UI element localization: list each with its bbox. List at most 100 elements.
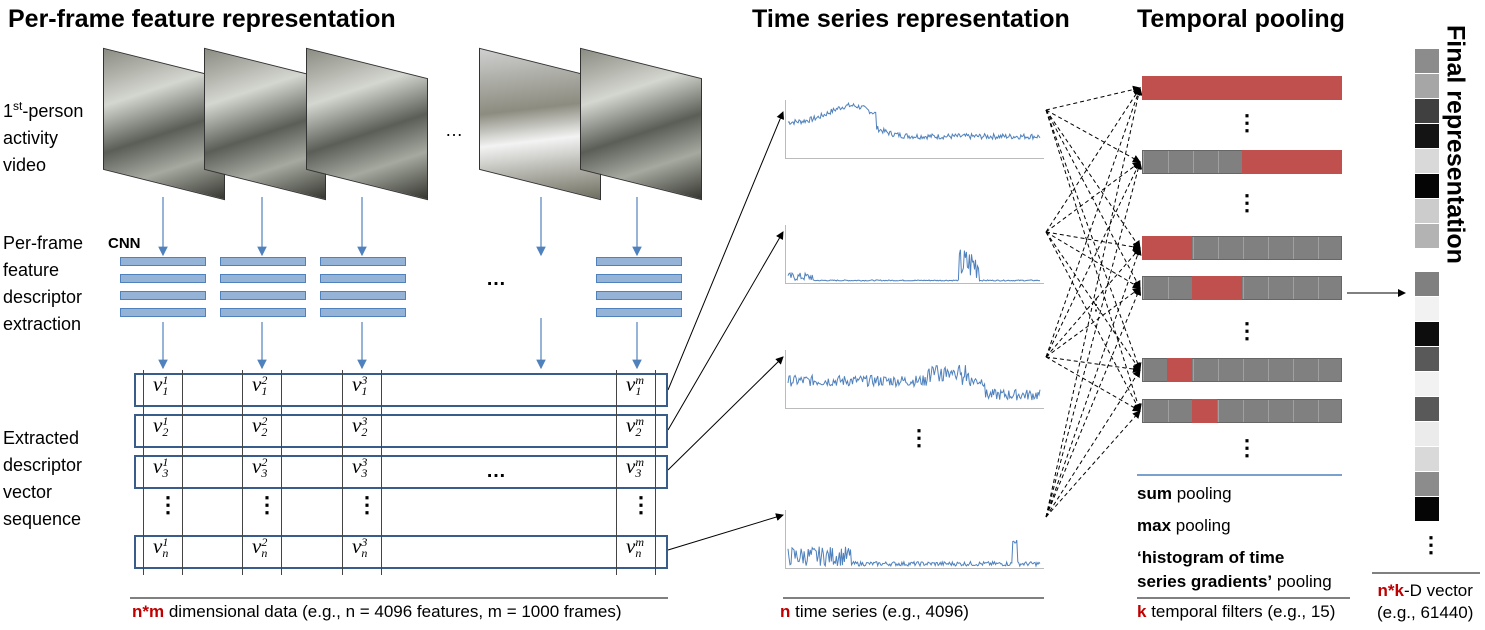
connector-vdots: ⋮ [1088, 297, 1104, 314]
cnn-feature-bar [596, 308, 682, 317]
pooling-filter-bar [1142, 276, 1342, 300]
pool-vdots: ⋮ [1236, 435, 1258, 460]
final-vector-cell [1415, 149, 1439, 173]
cnn-feature-bar [120, 291, 206, 300]
sequence-label: Extracted descriptor vector sequence [3, 428, 83, 529]
final-vector-cell [1415, 372, 1439, 396]
descriptor-row-n [134, 535, 668, 569]
pooling-filter-bar [1142, 150, 1342, 174]
final-vector-cell [1415, 99, 1439, 123]
pooling-connector [1045, 161, 1141, 358]
descriptor-row-2 [134, 414, 668, 448]
final-vector-cell [1415, 497, 1439, 521]
descriptor-row-3 [134, 455, 668, 489]
final-vector-cell [1415, 297, 1439, 321]
pooling-connector [1045, 87, 1142, 358]
descriptor-row-1 [134, 373, 668, 407]
pooling-active-segment [1142, 236, 1192, 260]
pooling-connector [1045, 287, 1142, 518]
vector-bracket [143, 370, 183, 575]
pooling-filter-bar [1142, 76, 1342, 100]
cnn-feature-bar [596, 274, 682, 283]
time-series-vdots: ⋮ [908, 425, 930, 450]
sum-pooling-label: sum pooling [1137, 484, 1232, 503]
cnn-feature-bar [320, 308, 406, 317]
per-frame-title: Per-frame feature representation [8, 5, 396, 33]
pooling-active-segment [1242, 150, 1342, 174]
pooling-connector [1045, 356, 1141, 374]
cnn-feature-bar [220, 308, 306, 317]
time-series-line [787, 539, 1041, 568]
cnn-feature-bar [220, 274, 306, 283]
final-vector-cell [1415, 422, 1439, 446]
time-series-title: Time series representation [752, 5, 1070, 33]
pooling-connector [1045, 109, 1141, 289]
final-vector-cell [1415, 74, 1439, 98]
time-series-line [787, 101, 1041, 141]
final-vector-cell [1415, 447, 1439, 471]
pooling-connector [1045, 161, 1141, 233]
cnn-label: CNN [108, 235, 141, 252]
cnn-feature-bar [120, 257, 206, 266]
pooling-filter-bar [1142, 236, 1342, 260]
final-vector-cell [1415, 174, 1439, 198]
final-vector-cell [1415, 199, 1439, 223]
time-series-line [787, 364, 1041, 401]
final-caption: n*k-D vector (e.g., 61440) [1377, 581, 1474, 622]
cnn-stage-label: Per-frame feature descriptor extraction [3, 233, 84, 334]
frames-ellipsis: … [445, 120, 463, 140]
time-series-line [787, 249, 1041, 282]
final-vector-cell [1415, 397, 1439, 421]
cnn-feature-bar [320, 291, 406, 300]
pooling-connector [1045, 109, 1141, 163]
time-series-panel [785, 350, 1044, 409]
cnn-feature-bar [320, 257, 406, 266]
pool-vdots: ⋮ [1236, 190, 1258, 215]
vector-bracket [342, 370, 382, 575]
pooling-connector [1045, 231, 1141, 289]
final-vector-cell [1415, 224, 1439, 248]
pooling-connector [1045, 87, 1143, 518]
vector-bracket [616, 370, 656, 575]
cnn-feature-bar [320, 274, 406, 283]
final-vector-cell [1415, 272, 1439, 296]
vector-bracket [242, 370, 282, 575]
pool-vdots: ⋮ [1236, 110, 1258, 135]
pooling-connector [1045, 247, 1142, 518]
pooling-connector [1045, 87, 1141, 233]
pooling-active-segment [1167, 358, 1192, 382]
matrix-vdots: ⋮ [157, 492, 179, 517]
final-vector-cell [1415, 472, 1439, 496]
time-series-panel [785, 100, 1044, 159]
matrix-vdots: ⋮ [256, 492, 278, 517]
time-series-panel [785, 510, 1044, 569]
pooling-connector [1045, 231, 1141, 412]
final-vector-cell [1415, 124, 1439, 148]
cnn-feature-bar [220, 257, 306, 266]
pool-vdots: ⋮ [1236, 318, 1258, 343]
max-pooling-label: max pooling [1137, 516, 1231, 535]
time-series-panel [785, 225, 1044, 284]
pooling-connector [1045, 231, 1141, 251]
pooling-active-segment [1192, 276, 1242, 300]
video-label: 1st-person activity video [3, 99, 84, 175]
cnn-feature-bar [220, 291, 306, 300]
pooling-connector [1045, 85, 1141, 111]
pooling-connector [1045, 161, 1143, 518]
